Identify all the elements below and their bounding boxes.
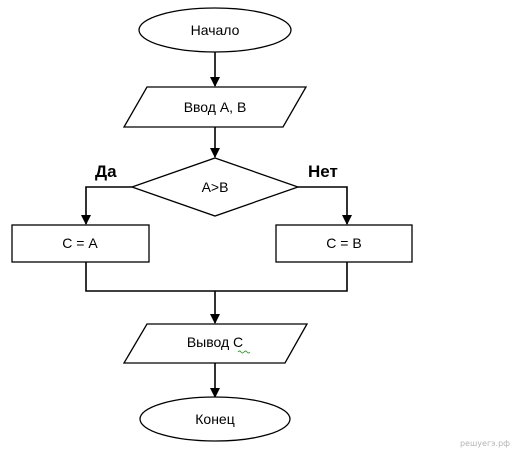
input-node-label: Ввод А, В	[184, 99, 247, 115]
no-branch-label: Нет	[308, 162, 338, 181]
input-node: Ввод А, В	[122, 86, 308, 128]
yes-branch-label: Да	[95, 162, 117, 181]
output-node-shape	[122, 323, 309, 364]
arrow-decision-no	[298, 186, 352, 225]
output-node-label: Вывод С	[187, 334, 243, 350]
end-node: Конец	[139, 396, 291, 442]
assign-yes-node-shape	[11, 224, 150, 263]
start-node: Начало	[138, 7, 292, 53]
decision-node: A>B	[130, 157, 300, 217]
arrow-decision-yes	[81, 186, 132, 225]
start-node-label: Начало	[191, 22, 240, 38]
merge-connector	[85, 262, 348, 292]
watermark-text: решуегэ.рф	[460, 439, 510, 448]
assign-no-node-label: С = В	[326, 235, 361, 251]
assign-yes-node-label: С = А	[62, 235, 98, 251]
end-node-label: Конец	[195, 411, 234, 427]
end-node-shape	[139, 396, 291, 442]
assign-no-node: С = В	[275, 224, 413, 263]
assign-no-node-shape	[275, 224, 413, 263]
output-node: Вывод С	[122, 323, 309, 364]
decision-node-label: A>B	[202, 179, 229, 195]
spellcheck-underline	[237, 350, 251, 354]
input-node-shape	[122, 86, 308, 128]
assign-yes-node: С = А	[11, 224, 150, 263]
decision-node-shape	[130, 157, 300, 217]
